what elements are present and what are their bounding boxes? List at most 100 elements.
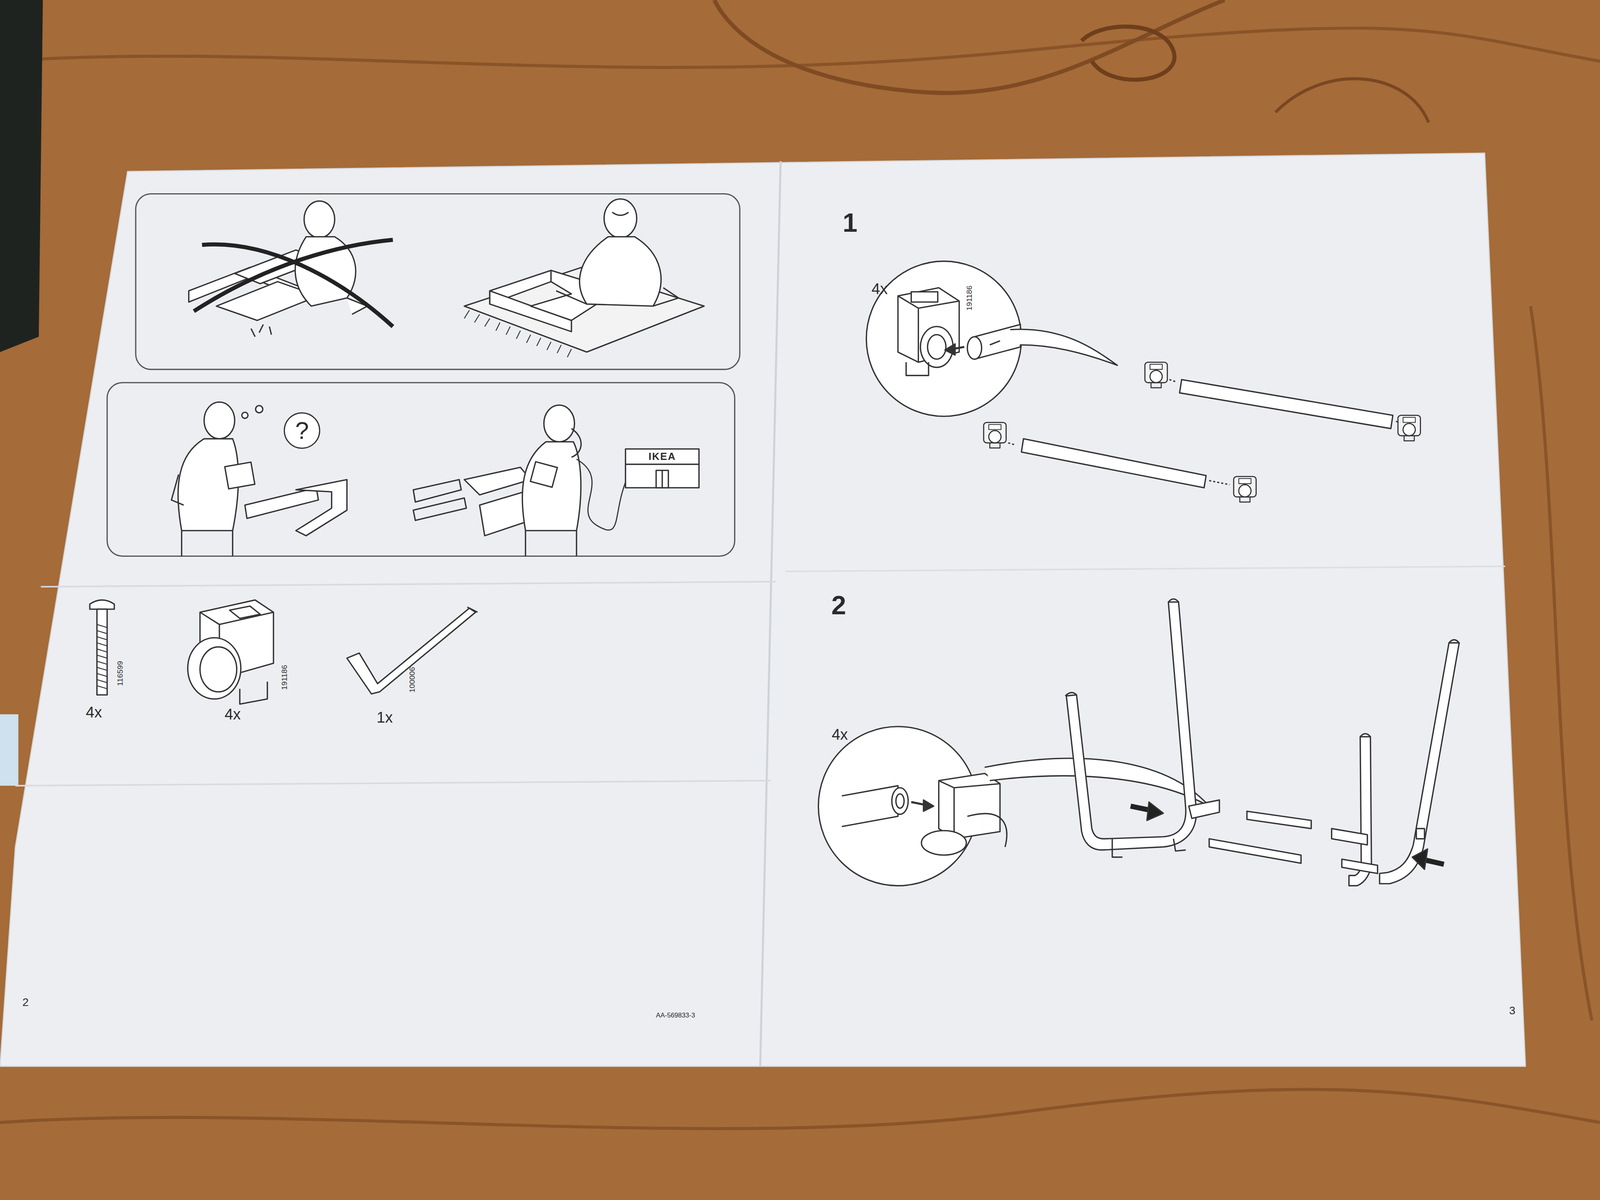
parts-list [467,607,478,613]
parts-list [89,600,478,704]
panel-floor-scene [251,324,272,337]
panel-call-scene [655,470,669,488]
bubble-text: ? [295,418,309,443]
parts-list [96,624,108,689]
panel-call-scene [530,461,558,488]
step2-illustration [938,780,1000,839]
part-number: 191186 [280,665,289,691]
panel-confused-scene [171,401,347,556]
parts-list [229,605,261,619]
parts-list [187,637,241,699]
step1-illustration [1144,362,1168,388]
wood-floor [1081,26,1175,80]
paper-sheet [0,153,1526,1067]
panel-confused-scene [181,530,233,556]
part-number: 116599 [116,661,125,687]
step1-illustration [989,340,1000,345]
step1-illustration [905,362,929,376]
panel-call-scene [413,479,467,521]
step1-illustration [1398,415,1421,441]
step2-illustration [818,598,1460,886]
panel-call-scene [544,405,575,443]
panel-confused-scene [241,412,248,419]
step1-illustration [967,336,982,360]
step2-illustration [1246,811,1312,829]
step2-illustration [1112,838,1123,858]
panel-call-scene [522,441,581,531]
wood-floor [0,28,1600,68]
step2-illustration [891,787,908,815]
step1-illustration [866,261,1022,417]
wood-floor [0,714,19,786]
step1-illustration [1179,379,1393,429]
panel-floor-scene [303,201,335,239]
panel-rug-scene [603,198,637,238]
step-number: 2 [831,591,847,619]
step2-illustration [1065,692,1077,696]
panel-rug-scene [579,236,662,307]
wood-floor [714,0,1225,93]
paper-sheet [40,581,776,587]
quantity-label: 4x [85,704,102,721]
step2-illustration [1379,642,1460,884]
step2-illustration [1168,598,1179,602]
step1-illustration [866,261,1421,502]
paper-sheet [760,161,781,1067]
step2-illustration [1173,838,1186,852]
quantity-label: 1x [376,709,393,725]
step2-illustration [1448,639,1460,643]
step2-illustration [1416,828,1425,839]
panel-confused-scene [203,401,235,439]
paper-sheet [15,780,771,786]
panel-floor-scene [194,239,393,312]
parts-list [89,600,115,610]
parts-list [96,609,108,695]
wood-floor [0,1089,1600,1129]
quantity-label: 4x [831,726,849,743]
step2-illustration [923,800,934,812]
thought-bubble: ? [283,412,321,450]
panel-rug-scene [612,212,629,216]
step2-illustration [896,794,905,809]
panel-frames [107,194,740,557]
step1-illustration [911,291,938,302]
panel-call-scene [464,467,531,495]
store-sign: IKEA [625,448,699,465]
step1-illustration [1008,379,1400,485]
wood-floor [0,0,43,352]
step1-illustration [1233,476,1257,502]
panel-confused-scene [255,405,263,413]
parts-list [239,681,268,705]
panel-call-scene [576,459,627,531]
step-number: 1 [842,209,858,236]
step1-illustration [920,326,953,368]
paper-sheet [785,566,1506,572]
panel-rug-scene [464,198,704,358]
panel-call-scene [525,530,577,556]
panel-frames [135,194,740,370]
step1-illustration [1021,438,1206,488]
panel-floor-scene [201,244,393,327]
part-number: 191186 [965,285,974,311]
step2-illustration [1331,828,1368,845]
step2-illustration [1066,601,1197,850]
step2-illustration [1360,733,1371,737]
step1-illustration [1010,329,1118,366]
step1-illustration [927,334,946,360]
part-number: 100006 [408,666,416,693]
wood-floor [1275,78,1429,123]
step2-illustration [967,813,1007,847]
panel-floor-scene [188,201,393,337]
sign-text: IKEA [648,451,676,462]
step1-illustration [898,287,960,363]
panel-call-scene [413,405,699,557]
step2-illustration [841,785,898,827]
step2-illustration [938,773,1000,839]
step1-illustration [944,344,956,356]
panel-call-scene [625,463,699,465]
document-code: AA-569833-3 [655,1011,695,1019]
panel-confused-scene [244,487,319,519]
